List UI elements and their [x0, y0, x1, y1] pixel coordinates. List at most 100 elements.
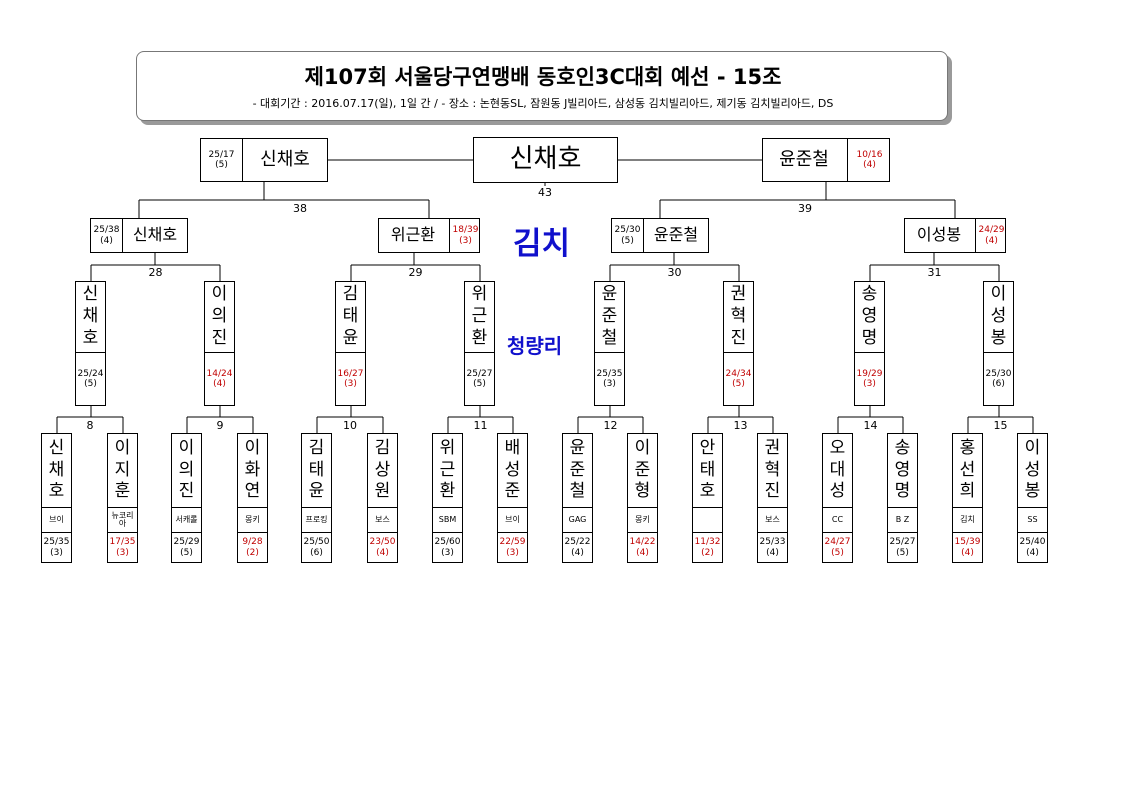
score-cell: 14/24(4)	[205, 352, 234, 405]
name-char: 화	[244, 459, 261, 480]
name-char: 송	[894, 437, 911, 458]
match-number: 43	[538, 186, 552, 199]
club-name: 몽키	[628, 507, 657, 532]
match-number: 28	[148, 266, 163, 279]
inning-value: (4)	[213, 379, 226, 389]
match-number: 38	[293, 202, 307, 215]
score-cell: 25/17(5)	[201, 139, 243, 181]
score-value: 11/32	[694, 537, 721, 548]
inning-value: (3)	[603, 379, 616, 389]
player-name: 신채호	[260, 148, 310, 170]
name-char: 성	[990, 306, 1007, 327]
name-char: 이	[990, 284, 1007, 305]
score-value: 25/35	[43, 537, 70, 548]
match-number: 12	[603, 419, 618, 432]
name-char: 이	[634, 437, 651, 458]
score-cell: 25/30(6)	[984, 352, 1013, 405]
name-char: 진	[764, 481, 781, 502]
inning-value: (3)	[116, 547, 129, 558]
player-name: 이성봉	[916, 225, 962, 245]
club-name: 서캐롤	[172, 507, 201, 532]
header-box: 제107회 서울당구연맹배 동호인3C대회 예선 - 15조 - 대회기간 : …	[136, 51, 948, 121]
name-char: 이	[244, 437, 261, 458]
inning-value: (5)	[896, 547, 909, 558]
name-char: 준	[634, 459, 651, 480]
score-cell: 25/35(3)	[595, 352, 624, 405]
club-name: 보스	[758, 507, 787, 532]
name-char: 오	[829, 437, 846, 458]
name-char: 근	[471, 306, 488, 327]
score-value: 23/50	[369, 537, 396, 548]
inning-value: (2)	[246, 547, 259, 558]
score-cell: 25/27(5)	[888, 532, 917, 562]
score-cell: 23/50(4)	[368, 532, 397, 562]
name-char: 김	[374, 437, 391, 458]
inning-value: (5)	[215, 160, 228, 170]
name-char: 지	[114, 459, 131, 480]
name-char: 연	[244, 481, 261, 502]
score-value: 25/29	[173, 537, 200, 548]
score-cell: 25/30(5)	[612, 219, 644, 252]
match-number: 13	[733, 419, 748, 432]
score-cell: 25/22(4)	[563, 532, 592, 562]
name-char: 근	[439, 459, 456, 480]
name-char: 이	[211, 284, 228, 305]
player-box: 25/38(4)신채호	[90, 218, 188, 253]
score-value: 15/39	[954, 537, 981, 548]
match-number: 8	[86, 419, 94, 432]
inning-value: (4)	[766, 547, 779, 558]
name-char: 준	[569, 459, 586, 480]
name-char: 채	[48, 459, 65, 480]
name-char: 의	[178, 459, 195, 480]
club-name: CC	[823, 507, 852, 532]
name-char: 진	[211, 327, 228, 348]
score-cell: 25/38(4)	[91, 219, 123, 252]
name-char: 명	[894, 481, 911, 502]
name-char: 신	[48, 437, 65, 458]
score-cell: 10/16(4)	[847, 139, 891, 181]
name-char: 봉	[990, 327, 1007, 348]
name-char: 윤	[308, 481, 325, 502]
name-char: 성	[504, 459, 521, 480]
player-box: 18/39(3)위근환	[378, 218, 480, 253]
inning-value: (5)	[621, 235, 634, 246]
score-cell: 9/28(2)	[238, 532, 267, 562]
inning-value: (4)	[961, 547, 974, 558]
score-value: 25/27	[466, 368, 493, 379]
name-char: 권	[730, 284, 747, 305]
score-value: 25/40	[1019, 537, 1046, 548]
score-value: 14/24	[206, 368, 233, 379]
name-char: 김	[308, 437, 325, 458]
club-name: SBM	[433, 507, 462, 532]
score-value: 16/27	[337, 368, 364, 379]
score-value: 25/27	[889, 537, 916, 548]
name-char: 환	[439, 481, 456, 502]
inning-value: (2)	[701, 547, 714, 558]
score-value: 9/28	[242, 537, 263, 548]
venue-main: 김치	[513, 226, 571, 262]
name-char: 이	[114, 437, 131, 458]
player-name: 윤준철	[653, 225, 699, 245]
score-cell: 14/22(4)	[628, 532, 657, 562]
club-name: 보스	[368, 507, 397, 532]
